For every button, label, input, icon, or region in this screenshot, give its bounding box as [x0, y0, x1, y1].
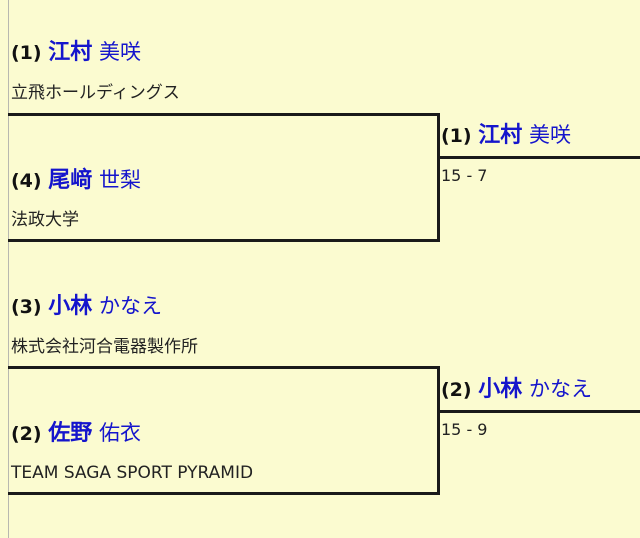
- winner-entry[interactable]: (1) 江村 美咲: [441, 121, 571, 150]
- player-organization: 立飛ホールディングス: [11, 83, 180, 103]
- player-entry[interactable]: (2) 佐野 佑衣: [11, 419, 141, 448]
- seed-number: (2): [11, 423, 42, 445]
- player-surname: 江村: [478, 123, 523, 148]
- player-organization: TEAM SAGA SPORT PYRAMID: [11, 463, 254, 483]
- player-given-name: かなえ: [528, 377, 592, 401]
- player-given-name: 美咲: [98, 40, 141, 64]
- player-surname: 江村: [48, 40, 93, 65]
- player-given-name: 美咲: [528, 123, 571, 147]
- bracket-connector: [437, 113, 440, 242]
- match-score: 15 - 7: [441, 166, 488, 185]
- player-surname: 尾﨑: [48, 168, 93, 193]
- seed-number: (4): [11, 170, 42, 192]
- winner-entry[interactable]: (2) 小林 かなえ: [441, 375, 592, 404]
- player-surname: 小林: [478, 377, 523, 402]
- seed-number: (1): [11, 42, 42, 64]
- match-score: 15 - 9: [441, 420, 488, 439]
- seed-number: (2): [441, 379, 472, 401]
- bracket-connector: [437, 366, 440, 495]
- player-surname: 佐野: [48, 421, 93, 446]
- left-border: [8, 0, 9, 538]
- bracket-line: [8, 492, 440, 495]
- player-surname: 小林: [48, 294, 93, 319]
- seed-number: (1): [441, 125, 472, 147]
- bracket-line: [437, 410, 640, 413]
- player-given-name: 世梨: [98, 168, 141, 192]
- player-entry[interactable]: (1) 江村 美咲: [11, 38, 141, 67]
- seed-number: (3): [11, 296, 42, 318]
- player-organization: 法政大学: [11, 210, 79, 230]
- player-organization: 株式会社河合電器製作所: [11, 337, 198, 357]
- bracket-line: [437, 156, 640, 159]
- player-entry[interactable]: (3) 小林 かなえ: [11, 292, 162, 321]
- player-given-name: かなえ: [98, 294, 162, 318]
- bracket-line: [8, 113, 440, 116]
- bracket-line: [8, 366, 440, 369]
- bracket-line: [8, 239, 440, 242]
- player-entry[interactable]: (4) 尾﨑 世梨: [11, 166, 141, 195]
- player-given-name: 佑衣: [98, 421, 141, 445]
